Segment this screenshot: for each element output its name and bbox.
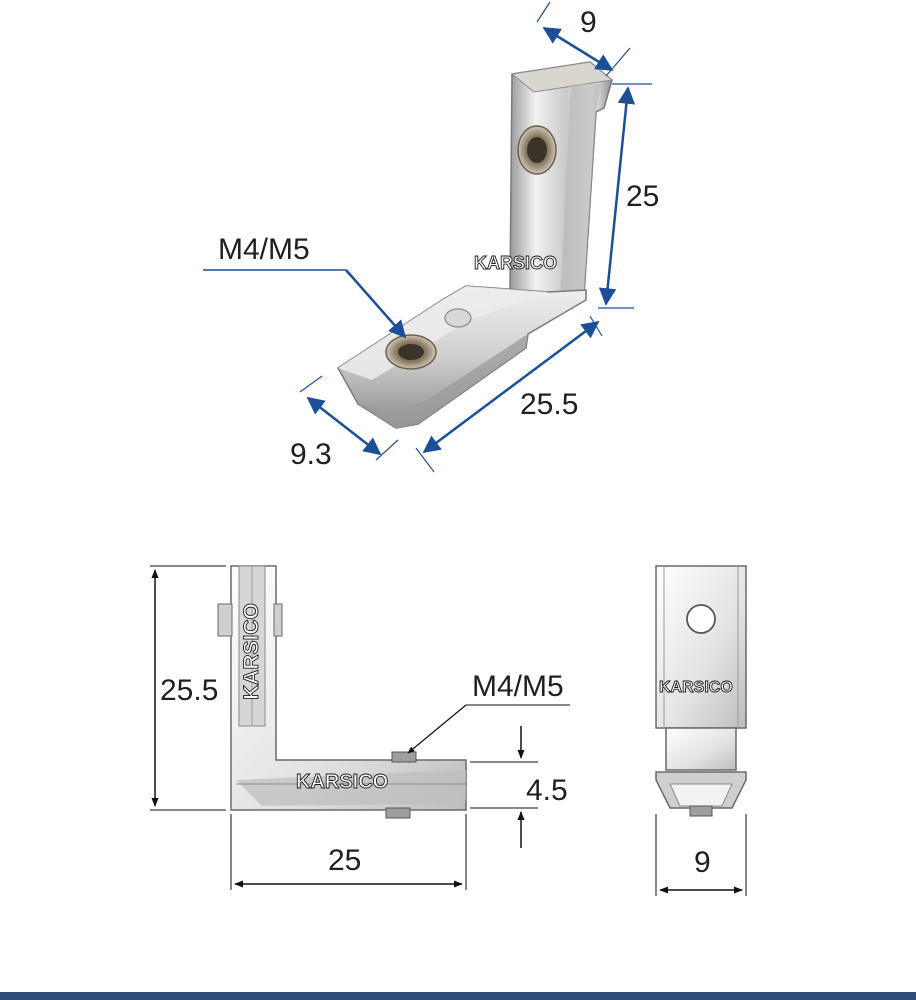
side-dim-thickness: 4.5 (470, 726, 568, 848)
side-view-brand-vertical: KARSICO (240, 603, 263, 700)
photo-dim-width-base-label: 9.3 (290, 438, 332, 471)
side-view-bottom-screw (385, 807, 411, 819)
side-dim-height-label: 25.5 (160, 674, 218, 707)
side-thread-callout: M4/M5 (407, 670, 570, 754)
side-dim-length: 25 (230, 814, 467, 890)
base-rivet (444, 308, 472, 328)
photo-brand-label: KARSICO (474, 253, 557, 273)
side-dim-thickness-label: 4.5 (526, 774, 568, 807)
bottom-accent-bar (0, 992, 916, 1000)
end-view-hole (686, 604, 716, 634)
photo-dim-height: 25 (598, 83, 659, 309)
photo-dim-length: 25.5 (415, 315, 603, 473)
photo-dim-length-label: 25.5 (520, 388, 578, 421)
end-view-lower (665, 727, 737, 771)
side-dim-height: 25.5 (150, 565, 226, 811)
photo-dim-width-top: 9 (536, 1, 631, 77)
side-view-drawing: KARSICO KARSICO (217, 565, 467, 819)
end-view-brand: KARSICO (659, 679, 733, 696)
photo-thread-label: M4/M5 (218, 233, 310, 266)
photo-dim-height-label: 25 (626, 180, 659, 213)
end-view-drawing: KARSICO (655, 565, 747, 817)
side-view-brand: KARSICO (296, 771, 388, 793)
end-view-upper (655, 565, 747, 729)
side-view-top-screw (391, 751, 417, 763)
side-thread-label: M4/M5 (472, 670, 564, 703)
photo-thread-callout: M4/M5 (203, 233, 407, 339)
connector-photo: KARSICO (337, 61, 614, 429)
end-dim-width: 9 (655, 814, 747, 896)
end-dim-width-label: 9 (694, 846, 711, 879)
side-dim-length-label: 25 (328, 844, 361, 877)
photo-dim-width-top-label: 9 (580, 6, 597, 39)
end-view-screw (689, 805, 713, 817)
photo-dim-width-base: 9.3 (290, 375, 399, 471)
